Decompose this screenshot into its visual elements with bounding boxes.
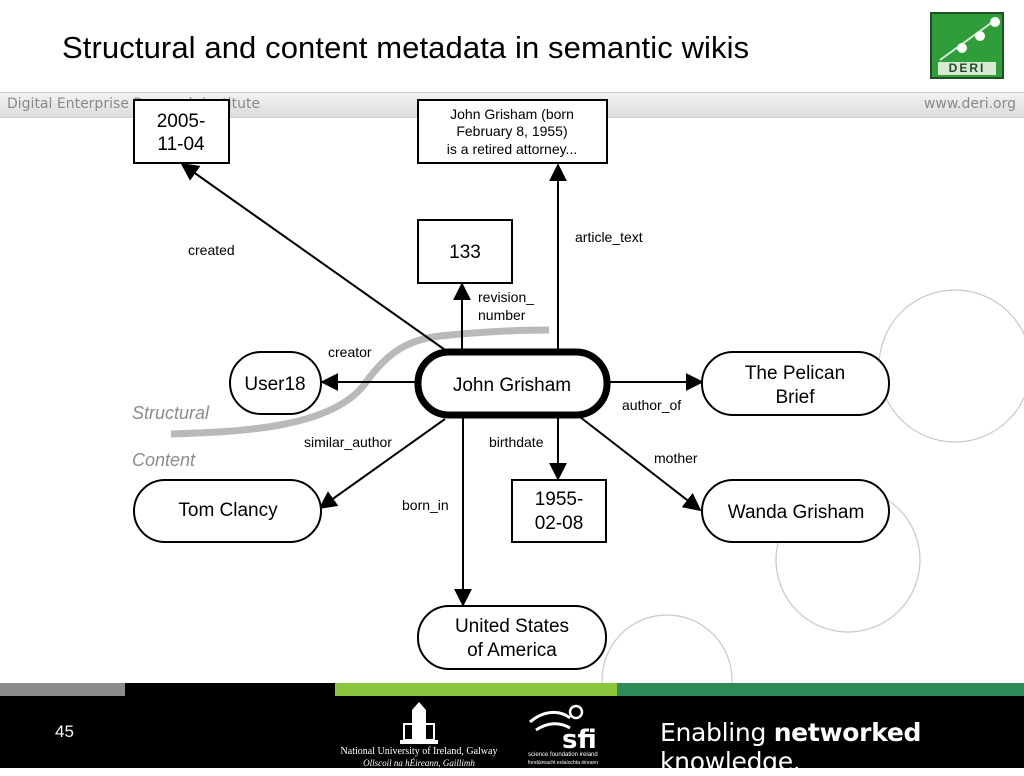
label-pelican-1: The Pelican [745, 363, 845, 384]
node-article-text [417, 99, 608, 164]
logo-dots-icon [939, 17, 1000, 61]
region-label-structural: Structural [132, 403, 210, 423]
label-usa-1: United States [455, 616, 569, 637]
footer-bar [0, 696, 1024, 768]
node-pelican-brief [701, 351, 890, 416]
footer-strip-green [617, 683, 1024, 696]
label-revision: 133 [449, 242, 481, 263]
footer-strip-black [125, 683, 335, 696]
label-article-2: February 8, 1955) [456, 123, 567, 139]
deri-logo: DERI [930, 12, 1004, 79]
tagline-part2: knowledge. [660, 747, 801, 776]
edge-label-revision-2: number [478, 307, 526, 323]
region-label-content: Content [132, 450, 196, 470]
edge-label-article-text: article_text [575, 229, 643, 245]
logo-text: DERI [938, 62, 996, 75]
label-pelican-2: Brief [775, 387, 815, 408]
label-john-grisham: John Grisham [453, 375, 571, 396]
node-created-date [133, 99, 230, 164]
sfi-logo: sfi science foundation ireland fondúirea… [526, 700, 621, 768]
label-wanda: Wanda Grisham [728, 502, 865, 523]
edge-created [180, 162, 449, 353]
node-birthdate [511, 479, 607, 543]
footer-strip-lime [335, 683, 617, 696]
edge-label-created: created [188, 242, 235, 258]
label-birth-2: 02-08 [535, 513, 584, 534]
structural-content-divider [170, 326, 550, 438]
university-name-irish: Ollscoil na hÉireann, Gaillimh [363, 758, 475, 768]
sfi-name-irish: fondúireacht eolaíochta éireann [528, 760, 599, 766]
sfi-name: science foundation ireland [528, 752, 598, 758]
label-birth-1: 1955- [535, 489, 584, 510]
sfi-mark-icon: sfi [529, 704, 597, 755]
edge-label-creator: creator [328, 344, 372, 360]
label-tom-clancy: Tom Clancy [178, 500, 278, 521]
university-crest-icon [400, 702, 438, 744]
footer-strip-gray [0, 683, 125, 696]
label-usa-2: of America [467, 640, 557, 661]
tagline-part1: Enabling [660, 718, 774, 747]
university-name: National University of Ireland, Galway [340, 746, 498, 757]
node-wanda-grisham [701, 479, 890, 543]
semantic-wiki-diagram: John Grisham User18 2005- 11-04 John Gri… [132, 99, 1024, 683]
edge-label-author-of: author_of [622, 397, 681, 413]
edge-label-born-in: born_in [402, 497, 449, 513]
tagline-bold: networked [773, 718, 922, 747]
node-john-grisham [414, 348, 611, 419]
slide-title: Structural and content metadata in seman… [62, 30, 750, 65]
label-article-1: John Grisham (born [450, 106, 574, 122]
node-usa [417, 605, 607, 670]
banner-website: www.deri.org [923, 96, 1016, 112]
edge-label-revision-1: revision_ [478, 289, 534, 305]
node-user18 [229, 351, 322, 415]
edge-label-similar-author: similar_author [304, 434, 392, 450]
label-article-3: is a retired attorney... [447, 141, 577, 157]
page-number: 45 [55, 722, 74, 741]
label-user18: User18 [244, 374, 305, 395]
nuig-logo: National University of Ireland, Galway O… [334, 700, 504, 768]
label-created-date-1: 2005- [157, 111, 206, 132]
edge-similar-author [318, 418, 446, 510]
tagline: Enabling networked knowledge. [660, 718, 1024, 776]
edge-label-birthdate: birthdate [489, 434, 544, 450]
edge-label-mother: mother [654, 450, 698, 466]
edge-mother [579, 416, 702, 512]
sfi-mark-text: sfi [562, 725, 597, 750]
node-tom-clancy [133, 479, 322, 543]
label-created-date-2: 11-04 [157, 134, 205, 155]
node-revision-number [417, 219, 513, 284]
